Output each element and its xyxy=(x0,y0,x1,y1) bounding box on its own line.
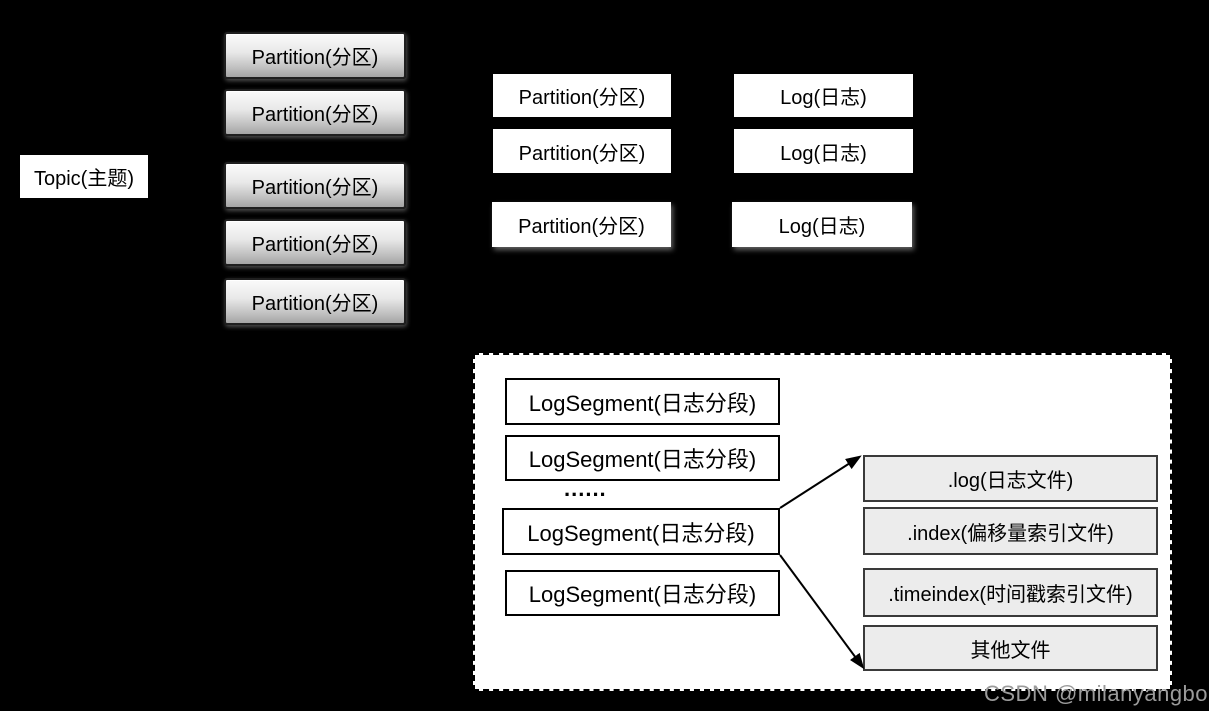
file-box-log: .log(日志文件) xyxy=(863,455,1158,502)
log-box: Log(日志) xyxy=(732,202,912,247)
log-box: Log(日志) xyxy=(734,74,913,117)
partition-shaded-box: Partition(分区) xyxy=(224,32,406,79)
logsegment-box: LogSegment(日志分段) xyxy=(502,508,780,555)
partition-shaded-box: Partition(分区) xyxy=(224,89,406,136)
log-box: Log(日志) xyxy=(734,129,913,173)
partition-plain-box: Partition(分区) xyxy=(493,129,671,173)
file-box-other: 其他文件 xyxy=(863,625,1158,671)
logsegment-box: LogSegment(日志分段) xyxy=(505,570,780,616)
partition-plain-box: Partition(分区) xyxy=(492,202,671,247)
logsegment-box: LogSegment(日志分段) xyxy=(505,378,780,425)
partition-shaded-box: Partition(分区) xyxy=(224,219,406,266)
logsegment-box: LogSegment(日志分段) xyxy=(505,435,780,481)
ellipsis-label: ...... xyxy=(564,476,607,501)
partition-shaded-box: Partition(分区) xyxy=(224,162,406,209)
file-box-timeindex: .timeindex(时间戳索引文件) xyxy=(863,568,1158,617)
file-box-index: .index(偏移量索引文件) xyxy=(863,507,1158,555)
partition-shaded-box: Partition(分区) xyxy=(224,278,406,325)
partition-plain-box: Partition(分区) xyxy=(493,74,671,117)
topic-box: Topic(主题) xyxy=(20,155,148,198)
watermark-label: CSDN @milanyangbo xyxy=(984,681,1209,706)
